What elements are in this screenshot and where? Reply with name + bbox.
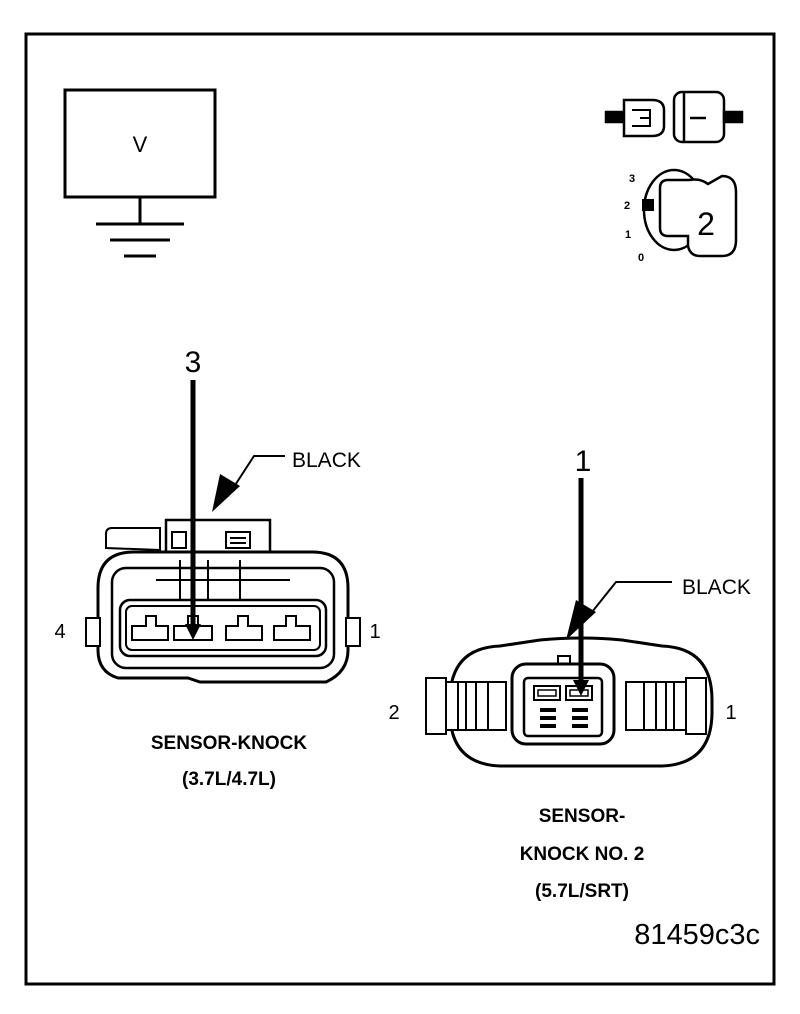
connector-2-title-line1: SENSOR- [539,806,626,827]
connector-disconnect-icon [604,90,744,144]
ignition-switch-icon: 3 2 1 0 2 [624,168,738,264]
voltmeter-icon: V [63,88,217,258]
connector-1-cavity [225,615,263,641]
connector-1-left-pin-label: 4 [54,621,65,643]
connector-1-color-label: BLACK [292,449,361,472]
connector-1-cavity [273,615,311,641]
connector-1-right-pin-label: 1 [369,621,380,643]
connector-2-left-pin-label: 2 [388,702,399,724]
outer-frame [24,32,776,986]
connector-2-engine: (5.7L/SRT) [535,881,629,902]
connector-2-right-pin-label: 1 [725,702,736,724]
ignition-position-3: 3 [629,173,635,185]
voltmeter-symbol: V [133,132,148,157]
connector-1-engine: (3.7L/4.7L) [182,769,276,790]
connector-2-title-line2: KNOCK NO. 2 [520,844,645,865]
connector-2-color-label: BLACK [682,576,751,599]
ignition-position-1: 1 [625,229,631,241]
knock-sensor-connector-2: 1 BLACK [388,445,750,902]
connector-1-title: SENSOR-KNOCK [151,733,308,754]
ignition-position-0: 0 [638,252,644,264]
ignition-selected-position: 2 [697,206,715,242]
connector-1-pin-callout: 3 [185,346,202,379]
ground-icon [96,222,184,258]
connector-2-pin-callout: 1 [575,445,592,478]
connector-1-cavity [131,615,169,641]
ignition-position-2: 2 [624,200,630,212]
figure-id: 81459c3c [634,919,760,951]
knock-sensor-connector-1: 3 BLACK [54,346,380,790]
